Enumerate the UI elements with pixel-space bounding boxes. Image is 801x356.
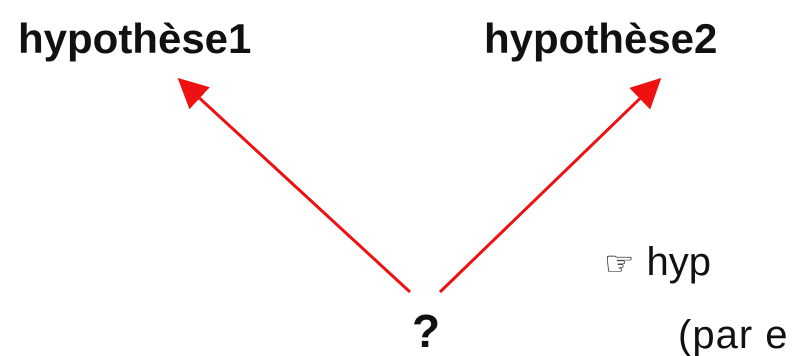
note-line-1-text: hyp [646,240,711,284]
note-line-1: ☞ hyp [604,242,711,282]
arrow-to-hypothesis1 [177,77,412,294]
pointing-hand-icon: ☞ [604,244,635,284]
note-line-2: (par e [678,313,789,356]
arrow-to-hypothesis2 [438,77,662,294]
hypothesis1-label: hypothèse1 [18,15,252,62]
hypothesis2-label: hypothèse2 [484,15,718,62]
unknown-label: ? [412,305,441,356]
